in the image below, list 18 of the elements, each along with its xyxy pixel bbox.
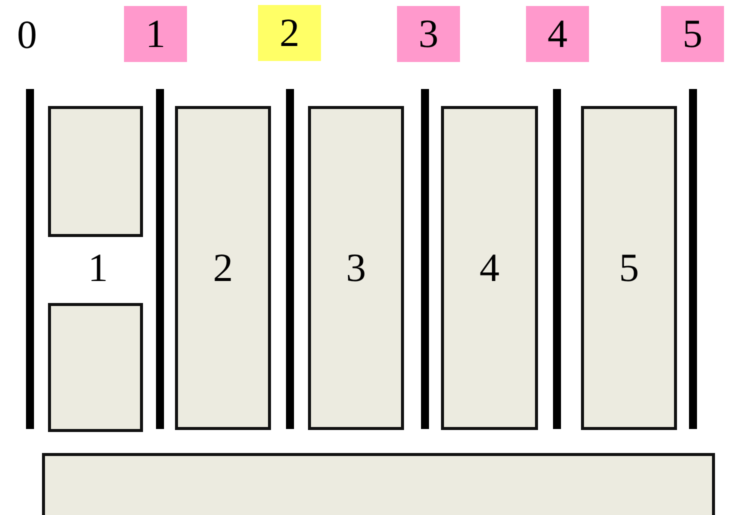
numbered-box	[581, 106, 677, 430]
box-number: 2	[213, 248, 233, 288]
empty-box	[48, 106, 143, 237]
numbered-box	[441, 106, 538, 430]
highlighted-number: 5	[661, 6, 724, 62]
number-label: 0	[16, 11, 38, 59]
number-label: 1	[87, 245, 109, 291]
numbered-box	[308, 106, 404, 430]
highlighted-number: 1	[124, 6, 187, 62]
box-number: 3	[346, 248, 366, 288]
box-number: 4	[480, 248, 500, 288]
highlighted-number: 4	[526, 6, 589, 62]
highlighted-number: 3	[397, 6, 460, 62]
empty-box	[48, 303, 143, 432]
numbered-box	[175, 106, 271, 430]
box-number: 5	[619, 248, 639, 288]
base-bar	[42, 453, 715, 515]
highlighted-number: 2	[258, 5, 321, 61]
